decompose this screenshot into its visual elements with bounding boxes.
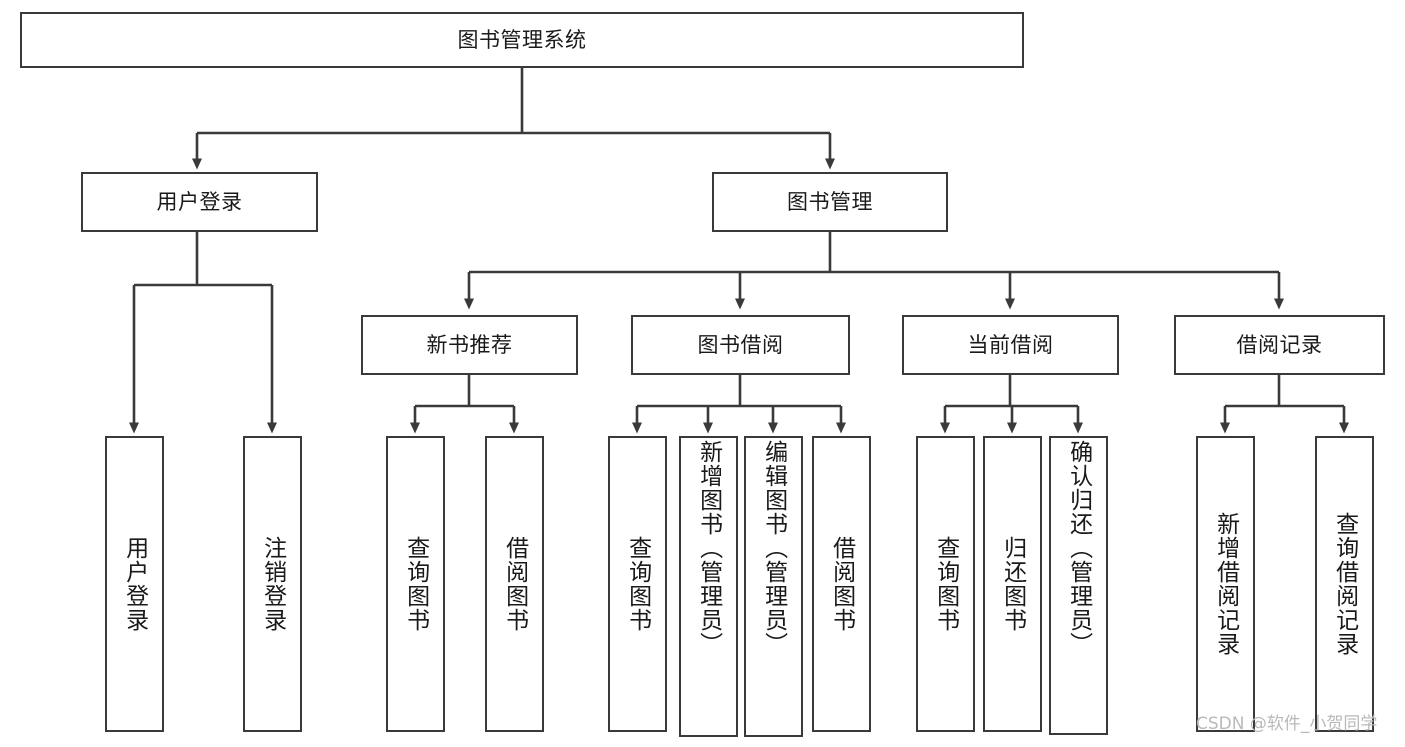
leaf-current-borrow-confirm-label: 确认归还（管理员） — [1065, 440, 1092, 656]
leaf-current-borrow-confirm[interactable]: 确认归还（管理员） — [1049, 436, 1108, 735]
leaf-book-borrow-query-label: 查询图书 — [624, 536, 651, 632]
node-new-book-recommend[interactable]: 新书推荐 — [361, 315, 578, 375]
leaf-book-borrow-add[interactable]: 新增图书（管理员） — [679, 436, 738, 737]
node-user-login[interactable]: 用户登录 — [81, 172, 318, 232]
leaf-book-borrow-lend[interactable]: 借阅图书 — [812, 436, 871, 732]
node-book-manage[interactable]: 图书管理 — [712, 172, 948, 232]
leaf-new-book-borrow[interactable]: 借阅图书 — [485, 436, 544, 732]
leaf-new-book-query[interactable]: 查询图书 — [386, 436, 445, 732]
node-borrow-record-label: 借阅记录 — [1236, 332, 1323, 357]
node-root-system-label: 图书管理系统 — [457, 27, 587, 52]
leaf-borrow-record-query[interactable]: 查询借阅记录 — [1315, 436, 1374, 732]
leaf-borrow-record-add-label: 新增借阅记录 — [1212, 512, 1239, 656]
leaf-current-borrow-query[interactable]: 查询图书 — [916, 436, 975, 732]
leaf-book-borrow-lend-label: 借阅图书 — [828, 536, 855, 632]
leaf-borrow-record-query-label: 查询借阅记录 — [1331, 512, 1358, 656]
leaf-borrow-record-add[interactable]: 新增借阅记录 — [1196, 436, 1255, 732]
leaf-current-borrow-query-label: 查询图书 — [932, 536, 959, 632]
node-current-borrow-label: 当前借阅 — [967, 332, 1054, 357]
node-current-borrow[interactable]: 当前借阅 — [902, 315, 1119, 375]
leaf-current-borrow-return[interactable]: 归还图书 — [983, 436, 1042, 732]
leaf-user-login-login-label: 用户登录 — [121, 536, 148, 632]
leaf-new-book-query-label: 查询图书 — [402, 536, 429, 632]
node-book-borrow[interactable]: 图书借阅 — [631, 315, 850, 375]
node-new-book-recommend-label: 新书推荐 — [426, 332, 513, 357]
leaf-book-borrow-query[interactable]: 查询图书 — [608, 436, 667, 732]
leaf-user-login-logout-label: 注销登录 — [259, 536, 286, 632]
node-borrow-record[interactable]: 借阅记录 — [1174, 315, 1385, 375]
leaf-new-book-borrow-label: 借阅图书 — [501, 536, 528, 632]
leaf-user-login-logout[interactable]: 注销登录 — [243, 436, 302, 732]
leaf-book-borrow-add-label: 新增图书（管理员） — [695, 440, 722, 656]
node-root-system[interactable]: 图书管理系统 — [20, 12, 1024, 68]
node-book-borrow-label: 图书借阅 — [697, 332, 784, 357]
leaf-user-login-login[interactable]: 用户登录 — [105, 436, 164, 732]
leaf-current-borrow-return-label: 归还图书 — [999, 536, 1026, 632]
leaf-book-borrow-edit-label: 编辑图书（管理员） — [760, 440, 787, 656]
node-user-login-label: 用户登录 — [156, 189, 243, 214]
node-book-manage-label: 图书管理 — [787, 189, 873, 214]
leaf-book-borrow-edit[interactable]: 编辑图书（管理员） — [744, 436, 803, 737]
